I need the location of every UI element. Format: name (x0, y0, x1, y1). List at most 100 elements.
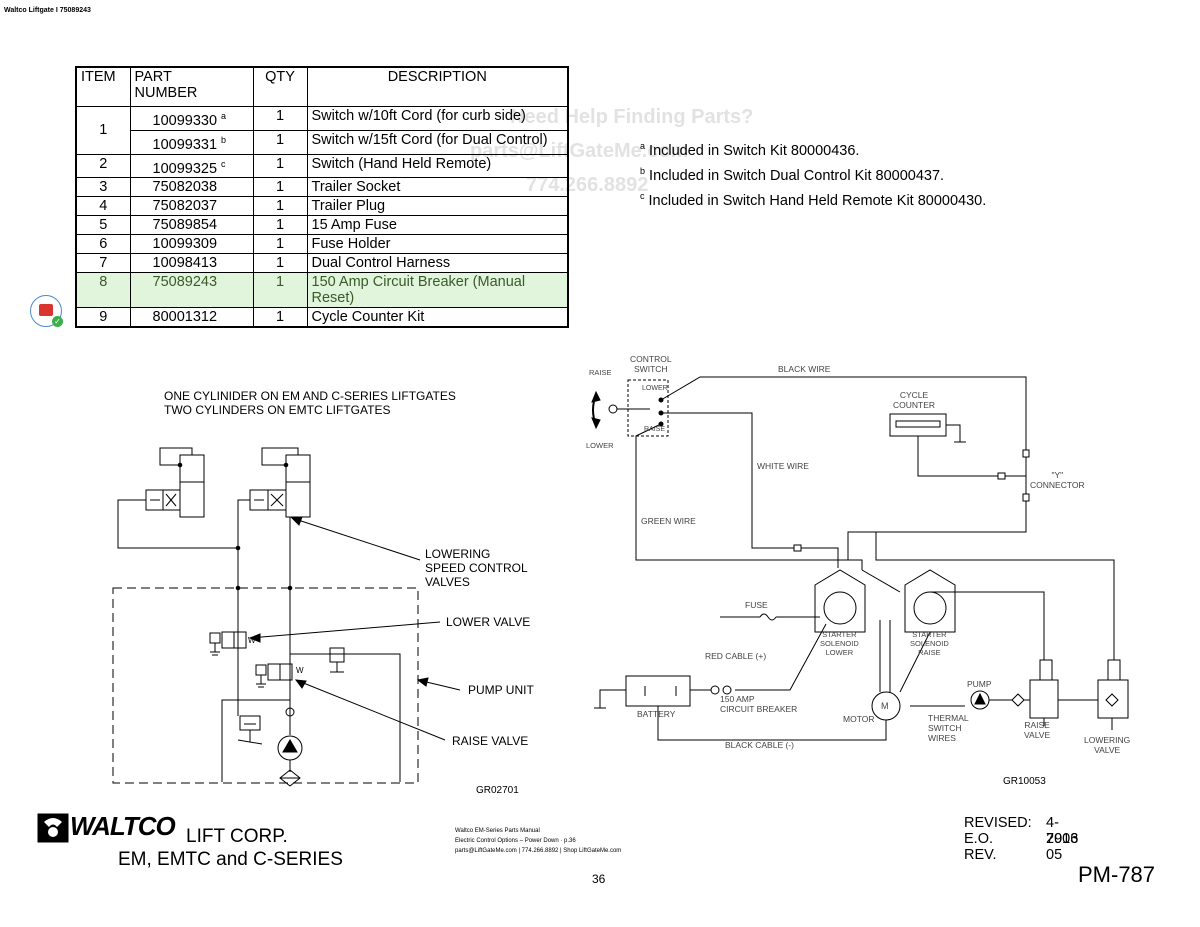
cart-check-icon[interactable]: ✓ (30, 295, 63, 327)
cell-item: 8 (75, 272, 131, 309)
part-number: 10099331 (152, 136, 218, 153)
cell-qty: 1 (252, 106, 308, 131)
pm-number: PM-787 (1078, 862, 1156, 887)
motor-label: MOTOR (843, 714, 875, 724)
cell-part-number: 10099309 (129, 234, 254, 255)
drawing-code: GR10053 (1003, 776, 1046, 787)
cell-part-number: 75089854 (129, 215, 254, 236)
cell-part-number: 75082037 (129, 196, 254, 217)
hydraulic-schematic (112, 447, 461, 787)
part-number: 10099325 (152, 160, 218, 177)
control-switch-label: CONTROL SWITCH (630, 354, 672, 374)
footnotes: a Included in Switch Kit 80000436. b Inc… (640, 136, 986, 210)
breaker-label: 150 AMP CIRCUIT BREAKER (720, 694, 798, 714)
lowering-speed-label: LOWERING SPEED CONTROL VALVES (425, 547, 528, 589)
footnote-text: Included in Switch Dual Control Kit 8000… (649, 167, 945, 184)
lowering-valve-label: LOWERING VALVE (1084, 735, 1131, 755)
red-cable-label: RED CABLE (+) (705, 651, 767, 661)
table-row: 5 75089854 1 15 Amp Fuse (75, 215, 569, 236)
header-qty: QTY (252, 66, 308, 107)
parts-table: ITEM PART NUMBER QTY DESCRIPTION 1 10099… (75, 66, 569, 329)
raise-valve-symbol (1029, 679, 1059, 719)
raise-label: RAISE (589, 368, 612, 377)
black-wire-label: BLACK WIRE (778, 364, 831, 374)
lower-label: LOWER (586, 441, 614, 450)
revised-label: REVISED: (964, 815, 1032, 831)
brand-wordmark: WALTCO (70, 811, 176, 841)
thermal-switch-label: THERMAL SWITCH WIRES (928, 713, 969, 743)
header-item: ITEM (75, 66, 131, 107)
cell-part-number: 10099325 c (129, 153, 254, 179)
cylinder-right (285, 454, 311, 518)
table-row: 4 75082037 1 Trailer Plug (75, 196, 569, 217)
black-cable-label: BLACK CABLE (-) (725, 740, 794, 750)
meta-line: Electric Control Options – Power Down · … (455, 838, 576, 844)
cell-description: Switch w/15ft Cord (for Dual Control) (306, 129, 569, 155)
truck-icon (39, 304, 53, 316)
table-row: 3 75082038 1 Trailer Socket (75, 177, 569, 198)
switch-raise-label: RAISE (644, 426, 666, 433)
revision-block: REVISED:4-2016 E.O.7903 REV.05 (964, 815, 1078, 863)
drawing-code: GR02701 (476, 785, 519, 796)
white-wire-label: WHITE WIRE (757, 461, 809, 471)
footnote-text: Included in Switch Kit 80000436. (649, 142, 860, 159)
cell-part-number: 75089243 (129, 272, 254, 309)
cell-description: Switch w/10ft Cord (for curb side) (306, 106, 569, 131)
table-row: 9 80001312 1 Cycle Counter Kit (75, 307, 569, 328)
cell-qty: 1 (252, 307, 308, 328)
note-mark: b (640, 165, 646, 176)
hydraulic-title-line: ONE CYLINIDER ON EM AND C-SERIES LIFTGAT… (164, 389, 456, 403)
note-mark: c (221, 158, 226, 169)
cell-part-number: 75082038 (129, 177, 254, 198)
lower-valve-label: LOWER VALVE (446, 615, 531, 629)
header-part-label: PART NUMBER (134, 69, 198, 101)
hydraulic-title-line: TWO CYLINDERS ON EMTC LIFTGATES (164, 403, 391, 417)
rev-label: REV. (964, 847, 997, 863)
page-number: 36 (592, 872, 606, 886)
cell-description: Cycle Counter Kit (306, 307, 569, 328)
starter-solenoid-lower (823, 591, 857, 625)
cell-item: 1 (75, 106, 131, 155)
meta-line: Waltco EM-Series Parts Manual (455, 828, 540, 834)
battery-label: BATTERY (637, 709, 676, 719)
footnote-text: Included in Switch Hand Held Remote Kit … (648, 192, 987, 209)
starter-lower-label: STARTER SOLENOID LOWER (820, 630, 859, 657)
motor (871, 691, 901, 721)
footnote: a Included in Switch Kit 80000436. (640, 136, 986, 161)
header-description: DESCRIPTION (306, 66, 569, 107)
footnote: c Included in Switch Hand Held Remote Ki… (640, 186, 986, 211)
meta-line[interactable]: parts@LiftGateMe.com | 774.266.8892 | Sh… (455, 848, 622, 854)
green-wire-label: GREEN WIRE (641, 516, 696, 526)
footer-meta: Waltco EM-Series Parts Manual Electric C… (455, 826, 621, 856)
motor-symbol-label: M (881, 701, 889, 711)
battery (625, 675, 691, 707)
hydraulic-title: ONE CYLINIDER ON EM AND C-SERIES LIFTGAT… (164, 389, 456, 417)
table-row: 7 10098413 1 Dual Control Harness (75, 253, 569, 274)
starter-raise-label: STARTER SOLENOID RAISE (910, 630, 949, 657)
cell-description: Trailer Socket (306, 177, 569, 198)
note-mark: a (221, 111, 227, 121)
document-title: Waltco Liftgate I 75089243 (4, 7, 91, 14)
control-switch-box (627, 379, 669, 437)
starter-solenoid-raise (913, 591, 947, 625)
note-mark: a (640, 141, 646, 151)
cell-description: 150 Amp Circuit Breaker (Manual Reset) (306, 272, 569, 309)
watermark-line: Need Help Finding Parts? (510, 106, 754, 128)
table-row-highlighted[interactable]: 8 75089243 1 150 Amp Circuit Breaker (Ma… (75, 272, 569, 309)
w-marker: W (248, 636, 256, 645)
series-title: EM, EMTC and C-SERIES (118, 849, 343, 870)
cell-description: Trailer Plug (306, 196, 569, 217)
lowering-valve-symbol (1097, 679, 1129, 719)
y-connector-label: "Y" CONNECTOR (1030, 470, 1085, 490)
switch-lower-label: LOWER (642, 385, 668, 392)
note-mark: b (221, 134, 227, 145)
checkmark-icon: ✓ (52, 316, 63, 327)
rev-value: 05 (1046, 847, 1063, 863)
raise-valve-electric-label: RAISE VALVE (1024, 720, 1051, 740)
raise-valve-label: RAISE VALVE (452, 734, 529, 748)
table-header-row: ITEM PART NUMBER QTY DESCRIPTION (75, 66, 569, 107)
eo-value: 7903 (1046, 831, 1079, 847)
waltco-logo (37, 813, 69, 843)
revised-value: 4-2016 (1046, 815, 1079, 847)
table-row: 10099331 b 1 Switch w/15ft Cord (for Dua… (76, 129, 569, 155)
